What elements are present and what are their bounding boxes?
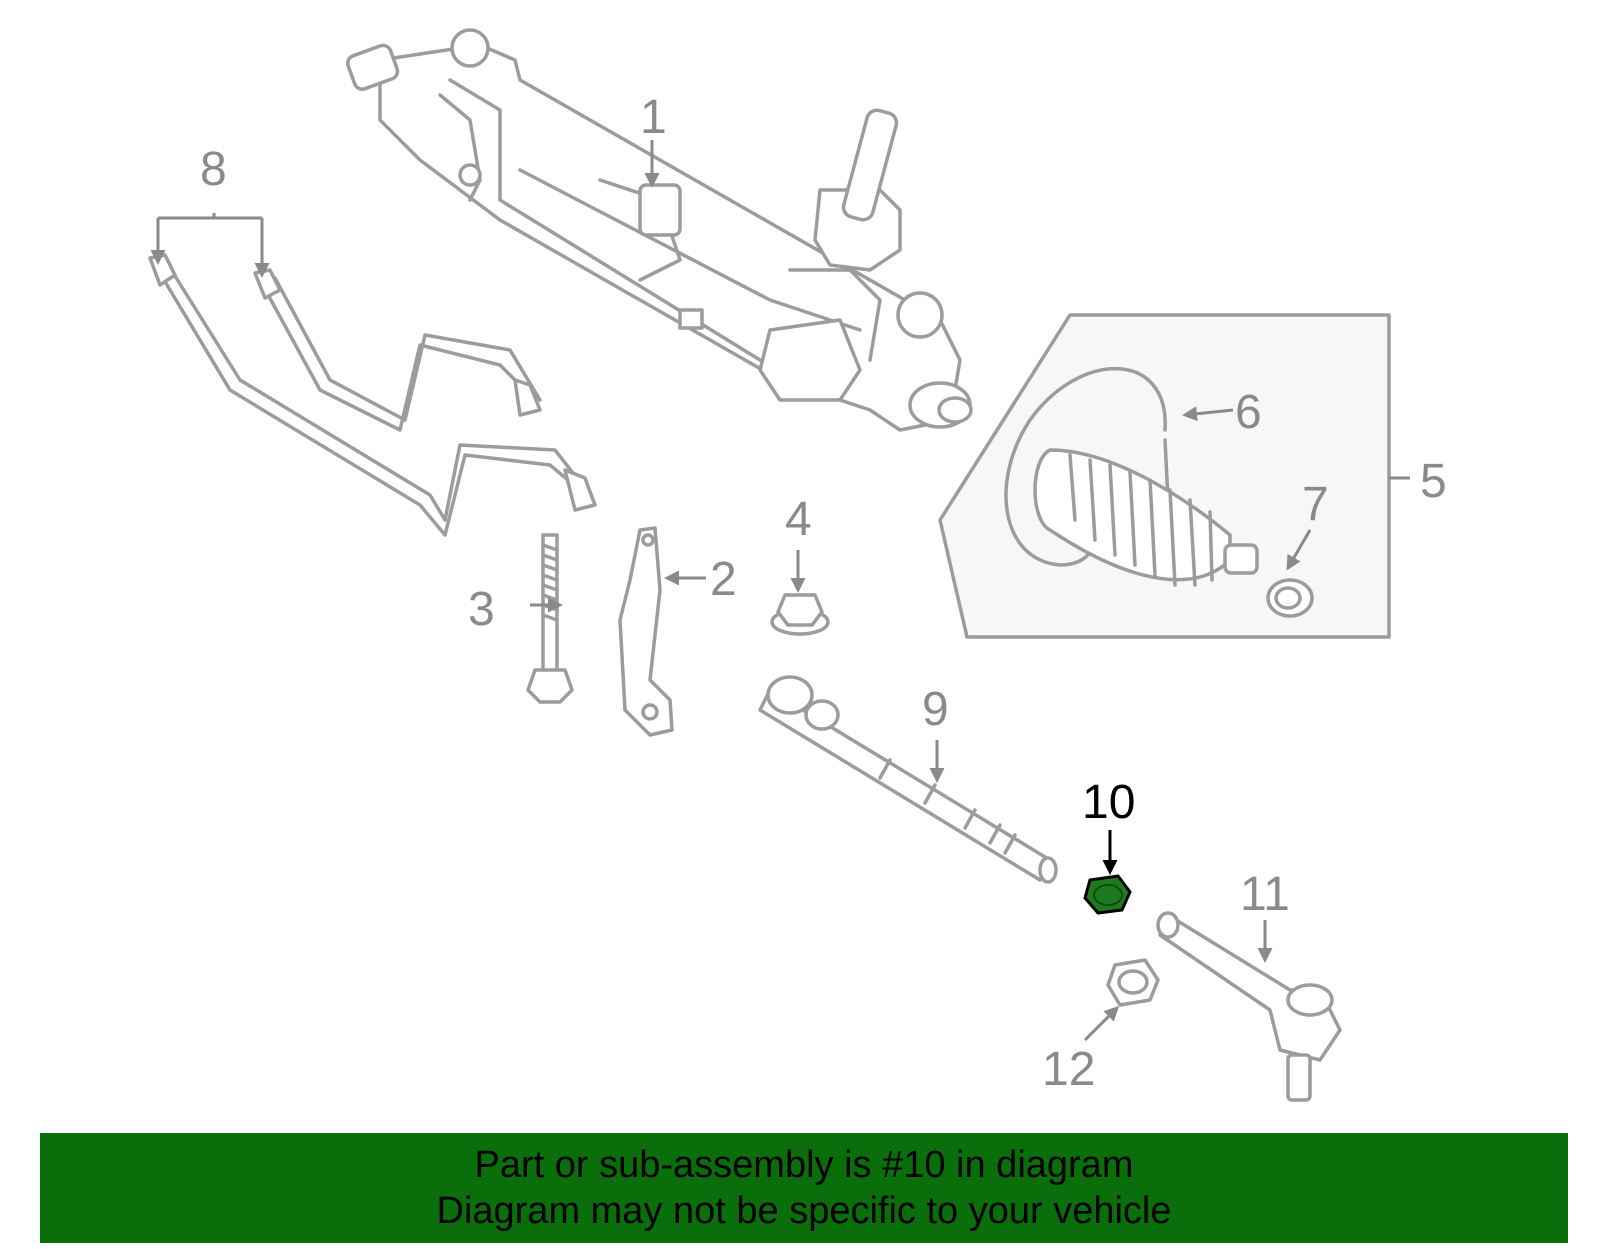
callout-4: 4: [785, 493, 812, 546]
callout-2: 2: [710, 553, 737, 606]
callout-7: 7: [1302, 478, 1329, 531]
banner-line-2: Diagram may not be specific to your vehi…: [436, 1190, 1172, 1232]
callout-11: 11: [1240, 868, 1290, 921]
pressure-hose-part[interactable]: [148, 253, 597, 537]
flange-nut-part[interactable]: [770, 593, 830, 636]
callout-3: 3: [468, 583, 495, 636]
callout-8: 8: [200, 143, 227, 196]
steering-rack-part[interactable]: [346, 28, 973, 432]
callout-5: 5: [1420, 455, 1447, 508]
jam-nut-part-highlighted[interactable]: [1083, 874, 1132, 915]
info-banner: Part or sub-assembly is #10 in diagram D…: [40, 1133, 1568, 1243]
outer-tie-rod-end-part[interactable]: [1156, 911, 1342, 1102]
banner-line-1: Part or sub-assembly is #10 in diagram: [474, 1144, 1134, 1186]
tie-rod-boot-part[interactable]: [1033, 448, 1259, 587]
tie-rod-nut-part[interactable]: [1106, 958, 1160, 1007]
boot-clamp-part[interactable]: [1266, 578, 1314, 618]
bracket-part[interactable]: [618, 526, 674, 737]
inner-tie-rod-part[interactable]: [758, 675, 1058, 884]
callout-1: 1: [640, 91, 667, 144]
callout-9: 9: [922, 683, 949, 736]
mounting-bolt-part[interactable]: [526, 533, 574, 704]
callout-10: 10: [1082, 776, 1135, 829]
boot-kit-box[interactable]: [938, 313, 1391, 639]
callout-12: 12: [1042, 1043, 1095, 1096]
leader-lines: [150, 140, 1410, 1042]
callout-6: 6: [1235, 386, 1262, 439]
